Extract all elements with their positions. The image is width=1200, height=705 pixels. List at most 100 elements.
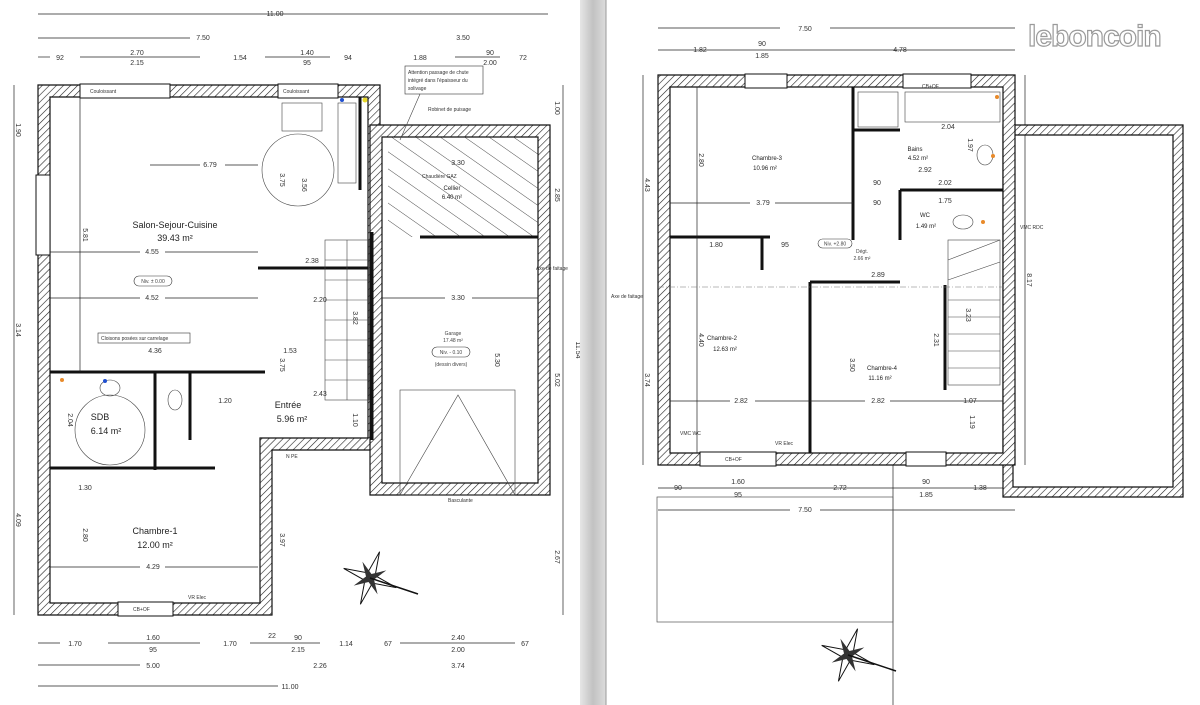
dim-label: 2.04 — [66, 413, 73, 427]
dim-label: 1.85 — [919, 492, 933, 499]
note-text: Basculante — [448, 498, 473, 504]
dim-label: 4.29 — [146, 564, 160, 571]
room-name: Chambre-2 — [707, 336, 738, 342]
dim-label: 1.14 — [339, 641, 353, 648]
room-area: 6.40 m² — [442, 195, 462, 201]
dim-label: 4.55 — [145, 249, 159, 256]
sink — [281, 102, 323, 132]
dim-label: 1.85 — [755, 53, 769, 60]
dim-label: 1.60 — [731, 479, 745, 486]
exterior-wall — [37, 84, 381, 616]
dim-label: 95 — [781, 242, 789, 249]
bathtub — [904, 91, 1001, 123]
note-box — [97, 332, 191, 344]
dim-label: 2.67 — [553, 550, 560, 564]
note-text: Robinet de puisage — [428, 107, 471, 113]
dim-label: 3.30 — [451, 295, 465, 302]
dim-label: 2.26 — [313, 663, 327, 670]
room-area: 39.43 m² — [157, 233, 193, 243]
cellier-hatching — [388, 137, 538, 237]
dim-label: 11.00 — [267, 11, 284, 18]
water-supply-icon — [60, 378, 64, 382]
dim-label: 95 — [303, 60, 311, 67]
staircase — [324, 239, 370, 401]
dim-label: 2.04 — [941, 124, 955, 131]
room-name: Dégt. — [856, 249, 868, 255]
dim-label: 2.38 — [305, 258, 319, 265]
washbasin — [976, 144, 994, 166]
dim-label: 1.38 — [973, 485, 987, 492]
dim-label: 3.74 — [643, 373, 650, 387]
dim-label: 3.97 — [278, 533, 285, 547]
note-text: CB+OF — [133, 607, 150, 613]
note-text: Attention passage de chute — [408, 70, 469, 76]
dim-label: 3.23 — [964, 308, 971, 322]
dim-label: 1.82 — [693, 47, 707, 54]
water-supply-icon — [991, 154, 995, 158]
toilet — [167, 389, 183, 411]
dim-label: 67 — [521, 641, 529, 648]
dim-label: 2.92 — [918, 167, 932, 174]
dim-label: 1.19 — [968, 415, 975, 429]
dim-label: 95 — [734, 492, 742, 499]
washbasin — [99, 379, 121, 397]
room-name: Bains — [907, 147, 922, 153]
note-text: solivage — [408, 86, 427, 92]
dim-label: 4.78 — [893, 47, 907, 54]
note-text: Cloisons posées sur carrelage — [101, 336, 168, 342]
dim-label: 2.43 — [313, 391, 327, 398]
note-text: Axe de faitage — [611, 294, 643, 300]
dim-label: 2.85 — [553, 188, 560, 202]
room-area: 17.48 m² — [443, 338, 463, 344]
dim-label: 2.82 — [734, 398, 748, 405]
note-text: VR Elec — [188, 595, 207, 601]
room-name: Chambre-1 — [132, 526, 177, 536]
dim-label: 2.20 — [313, 297, 327, 304]
dim-label: 1.97 — [966, 138, 973, 152]
note-text: intégré dans l'épaisseur du — [408, 78, 468, 84]
roof-extension-wall — [1002, 124, 1184, 498]
window — [902, 73, 972, 89]
dim-label: 3.50 — [456, 35, 470, 42]
level-tag — [431, 346, 471, 358]
dim-label: 90 — [922, 479, 930, 486]
dim-label: 4.09 — [14, 513, 21, 527]
window — [79, 83, 171, 99]
garage-door — [399, 389, 516, 496]
dim-label: 7.50 — [196, 35, 210, 42]
water-supply-icon — [340, 98, 344, 102]
dim-label: 11.00 — [282, 684, 299, 691]
dim-label: 2.70 — [130, 50, 144, 57]
room-name: SDB — [91, 412, 110, 422]
dim-label: 90 — [294, 635, 302, 642]
note-text: VMC RDC — [1020, 225, 1044, 231]
window — [744, 73, 788, 89]
dim-label: 4.40 — [697, 333, 704, 347]
window — [905, 451, 947, 467]
note-text: Couloissant — [90, 89, 117, 95]
dim-label: 2.00 — [483, 60, 497, 67]
dim-label: 90 — [873, 200, 881, 207]
dim-label: 1.70 — [223, 641, 237, 648]
dim-label: 8.17 — [1025, 273, 1032, 287]
level-label: (dessin divers) — [435, 362, 468, 368]
dim-label: 1.10 — [351, 413, 358, 427]
dim-label: 5.81 — [81, 228, 88, 242]
window — [35, 174, 51, 256]
level-tag — [133, 275, 173, 287]
room-area: 1.49 m² — [916, 224, 936, 230]
dim-label: 1.60 — [146, 635, 160, 642]
exterior-wall — [657, 74, 1016, 466]
shower — [857, 91, 899, 128]
dim-label: 3.75 — [278, 173, 285, 187]
dim-label: 2.02 — [938, 180, 952, 187]
dim-label: 90 — [674, 485, 682, 492]
dim-label: 1.53 — [283, 348, 297, 355]
dim-label: 7.50 — [798, 507, 812, 514]
dim-label: 11.54 — [574, 342, 581, 359]
water-supply-icon — [981, 220, 985, 224]
dim-label: 1.54 — [233, 55, 247, 62]
leboncoin-watermark: leboncoin — [1028, 20, 1161, 53]
turning-circle — [261, 133, 335, 207]
